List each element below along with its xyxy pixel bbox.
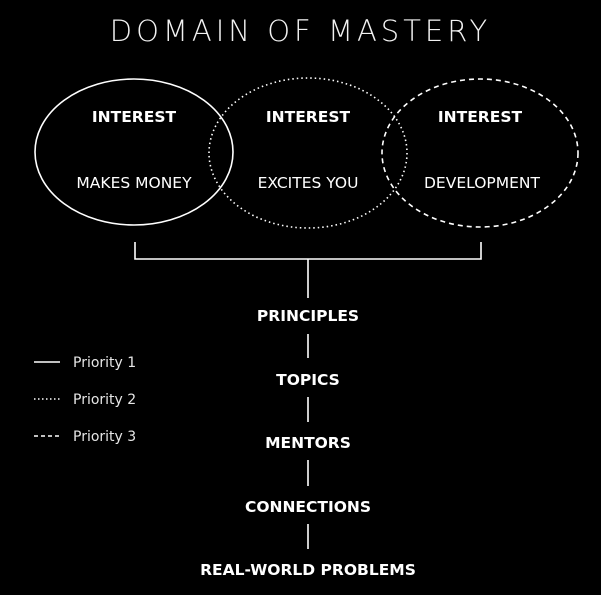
step-principles: PRINCIPLES xyxy=(257,307,359,325)
circle-2-description: EXCITES YOU xyxy=(258,174,359,192)
step-real-world-problems: REAL-WORLD PROBLEMS xyxy=(200,561,416,579)
circle-makes-money xyxy=(34,78,234,226)
circle-1-description: MAKES MONEY xyxy=(76,174,192,192)
circle-excites-you xyxy=(208,77,408,229)
diagram-title: DOMAIN OF MASTERY xyxy=(109,14,492,48)
step-connections: CONNECTIONS xyxy=(245,498,371,516)
circle-1-heading: INTEREST xyxy=(92,108,177,126)
step-mentors: MENTORS xyxy=(265,434,351,452)
circle-2-heading: INTEREST xyxy=(266,108,351,126)
legend: Priority 1 Priority 2 Priority 3 xyxy=(34,355,136,445)
circle-3-heading: INTEREST xyxy=(438,108,523,126)
legend-priority-1: Priority 1 xyxy=(73,355,136,371)
circle-development xyxy=(381,78,579,228)
step-topics: TOPICS xyxy=(276,371,340,389)
circle-3-description: DEVELOPMENT xyxy=(424,174,541,192)
legend-priority-3: Priority 3 xyxy=(73,429,136,445)
legend-priority-2: Priority 2 xyxy=(73,392,136,408)
bracket-connector xyxy=(134,242,482,260)
